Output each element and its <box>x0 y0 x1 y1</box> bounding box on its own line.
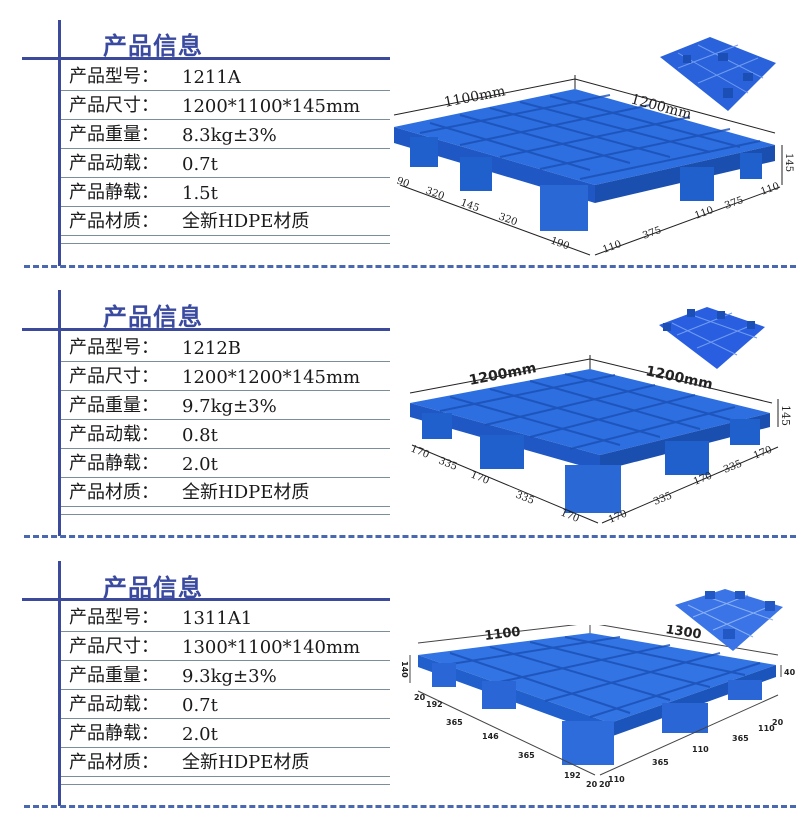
spec-value: 全新HDPE材质 <box>182 211 310 232</box>
svg-text:90: 90 <box>395 175 411 190</box>
spec-label: 产品重量： <box>69 395 159 416</box>
spec-row-model: 产品型号： 1211A <box>61 61 390 91</box>
spec-row-material: 产品材质： 全新HDPE材质 <box>61 747 390 777</box>
spec-value: 2.0t <box>182 454 218 475</box>
svg-text:140: 140 <box>400 661 409 678</box>
vertical-rule <box>58 20 61 266</box>
spec-value: 1200*1100*145mm <box>182 96 361 117</box>
spec-value: 1200*1200*145mm <box>182 367 361 388</box>
spec-value: 全新HDPE材质 <box>182 752 310 773</box>
spec-value: 9.7kg±3% <box>182 396 277 417</box>
spec-row-empty <box>61 506 390 515</box>
header-rule <box>22 328 390 331</box>
svg-text:146: 146 <box>482 732 499 741</box>
spec-value: 1300*1100*140mm <box>182 637 361 658</box>
header-rule <box>22 57 390 60</box>
svg-text:192: 192 <box>564 771 581 780</box>
pallet-bottom-thumbnail-icon <box>660 37 776 111</box>
spec-row-empty <box>61 776 390 785</box>
spec-row-model: 产品型号： 1311A1 <box>61 602 390 632</box>
header-rule <box>22 598 390 601</box>
spec-row-weight: 产品重量： 9.3kg±3% <box>61 660 390 690</box>
spec-row-dynamic-load: 产品动载： 0.8t <box>61 419 390 449</box>
product-section-1211A: 产品信息 产品型号： 1211A 产品尺寸： 1200*1100*145mm 产品重… <box>0 0 810 270</box>
spec-value: 1211A <box>182 67 241 88</box>
spec-row-material: 产品材质： 全新HDPE材质 <box>61 477 390 507</box>
spec-value: 0.8t <box>182 425 218 446</box>
section-divider <box>24 535 796 538</box>
svg-text:365: 365 <box>732 734 749 743</box>
pallet-diagram-icon: 1100mm 1200mm 145 90 320 145 320 190 110… <box>393 75 794 256</box>
spec-row-size: 产品尺寸： 1200*1100*145mm <box>61 90 390 120</box>
svg-text:110: 110 <box>758 724 775 733</box>
svg-text:20: 20 <box>772 718 784 727</box>
spec-value: 9.3kg±3% <box>182 666 277 687</box>
spec-row-dynamic-load: 产品动载： 0.7t <box>61 148 390 178</box>
spec-label: 产品静载： <box>69 723 159 744</box>
spec-label: 产品尺寸： <box>69 95 159 116</box>
svg-text:110: 110 <box>608 775 625 784</box>
spec-label: 产品动载： <box>69 424 159 445</box>
section-divider <box>24 265 796 268</box>
pallet-bottom-thumbnail-icon <box>675 589 783 651</box>
section-title: 产品信息 <box>103 31 203 60</box>
section-title: 产品信息 <box>103 573 203 602</box>
product-section-1212B: 产品信息 产品型号： 1212B 产品尺寸： 1200*1200*145mm 产品重… <box>22 290 796 538</box>
svg-text:145: 145 <box>779 405 792 426</box>
section-title: 产品信息 <box>103 302 203 331</box>
svg-text:365: 365 <box>446 718 463 727</box>
section-divider <box>24 805 796 808</box>
spec-label: 产品重量： <box>69 124 159 145</box>
svg-text:110: 110 <box>692 745 709 754</box>
spec-value: 2.0t <box>182 724 218 745</box>
spec-label: 产品尺寸： <box>69 366 159 387</box>
spec-label: 产品尺寸： <box>69 636 159 657</box>
pallet-bottom-thumbnail-icon <box>659 307 765 369</box>
svg-text:40: 40 <box>784 668 796 677</box>
spec-label: 产品静载： <box>69 453 159 474</box>
spec-row-size: 产品尺寸： 1200*1200*145mm <box>61 361 390 391</box>
spec-value: 1311A1 <box>182 608 253 629</box>
spec-row-static-load: 产品静载： 2.0t <box>61 448 390 478</box>
spec-row-empty <box>61 235 390 244</box>
spec-label: 产品动载： <box>69 153 159 174</box>
svg-text:365: 365 <box>652 758 669 767</box>
svg-text:1100: 1100 <box>484 625 522 644</box>
spec-value: 0.7t <box>182 695 218 716</box>
svg-text:365: 365 <box>518 751 535 760</box>
vertical-rule <box>58 561 61 806</box>
spec-row-size: 产品尺寸： 1300*1100*140mm <box>61 631 390 661</box>
spec-label: 产品材质： <box>69 752 159 773</box>
spec-label: 产品型号： <box>69 66 159 87</box>
pallet-diagram-icon: 1200mm 1200mm 145 170 335 170 335 170 17… <box>409 355 792 526</box>
svg-text:192: 192 <box>426 700 443 709</box>
spec-label: 产品动载： <box>69 694 159 715</box>
spec-row-dynamic-load: 产品动载： 0.7t <box>61 689 390 719</box>
spec-value: 1.5t <box>182 183 218 204</box>
svg-text:145: 145 <box>783 153 794 172</box>
spec-label: 产品材质： <box>69 211 159 232</box>
svg-text:20: 20 <box>586 780 598 789</box>
svg-text:20: 20 <box>599 780 611 789</box>
spec-row-static-load: 产品静载： 2.0t <box>61 718 390 748</box>
svg-text:1300: 1300 <box>664 625 702 643</box>
spec-row-weight: 产品重量： 8.3kg±3% <box>61 119 390 149</box>
spec-label: 产品重量： <box>69 665 159 686</box>
spec-value: 全新HDPE材质 <box>182 482 310 503</box>
spec-value: 1212B <box>182 338 242 359</box>
spec-row-model: 产品型号： 1212B <box>61 332 390 362</box>
spec-value: 8.3kg±3% <box>182 125 277 146</box>
spec-row-material: 产品材质： 全新HDPE材质 <box>61 206 390 236</box>
spec-row-weight: 产品重量： 9.7kg±3% <box>61 390 390 420</box>
spec-row-static-load: 产品静载： 1.5t <box>61 177 390 207</box>
spec-label: 产品材质： <box>69 482 159 503</box>
svg-text:20: 20 <box>414 693 426 702</box>
spec-value: 0.7t <box>182 154 218 175</box>
spec-label: 产品型号： <box>69 337 159 358</box>
pallet-diagram-icon: 1100 1300 140 40 20 192 365 146 365 192 … <box>400 625 796 789</box>
spec-label: 产品型号： <box>69 607 159 628</box>
spec-label: 产品静载： <box>69 182 159 203</box>
vertical-rule <box>58 290 61 536</box>
